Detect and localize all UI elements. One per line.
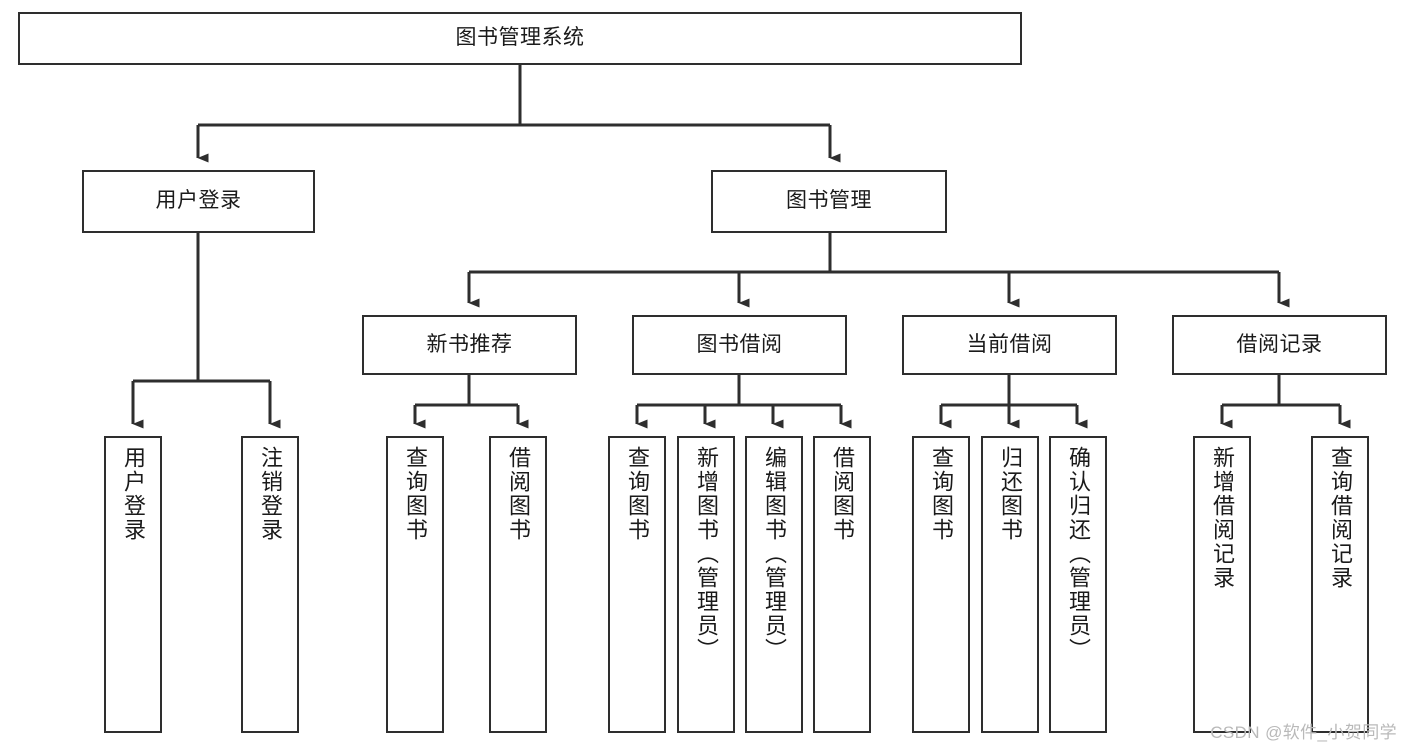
leaf-book-borrow-query-book[interactable]: 查询图书 [608,436,666,733]
node-label: 新增图书（管理员） [693,446,719,662]
node-label: 新增借阅记录 [1209,446,1235,590]
leaf-current-borrow-return-book[interactable]: 归还图书 [981,436,1039,733]
node-label: 用户登录 [155,189,242,213]
node-label: 借阅图书 [505,446,531,542]
leaf-current-borrow-query-book[interactable]: 查询图书 [912,436,970,733]
node-user-login[interactable]: 用户登录 [82,170,315,233]
node-label: 查询图书 [402,446,428,542]
node-label: 图书管理系统 [455,26,585,50]
node-label: 图书管理 [786,189,872,213]
leaf-current-borrow-confirm-return-admin[interactable]: 确认归还（管理员） [1049,436,1107,733]
node-current-borrow[interactable]: 当前借阅 [902,315,1117,375]
node-label: 新书推荐 [426,332,513,356]
node-root-book-management-system[interactable]: 图书管理系统 [18,12,1022,65]
node-label: 确认归还（管理员） [1065,446,1091,662]
node-label: 查询图书 [624,446,650,542]
node-label: 用户登录 [120,446,146,542]
node-label: 编辑图书（管理员） [761,446,787,662]
node-label: 借阅图书 [829,446,855,542]
node-label: 借阅记录 [1236,332,1323,356]
node-book-management[interactable]: 图书管理 [711,170,947,233]
leaf-borrow-record-add-record[interactable]: 新增借阅记录 [1193,436,1251,733]
node-book-borrow[interactable]: 图书借阅 [632,315,847,375]
leaf-user-login-login[interactable]: 用户登录 [104,436,162,733]
node-new-book-recommend[interactable]: 新书推荐 [362,315,577,375]
node-borrow-record[interactable]: 借阅记录 [1172,315,1387,375]
leaf-user-login-logout[interactable]: 注销登录 [241,436,299,733]
leaf-book-borrow-add-book-admin[interactable]: 新增图书（管理员） [677,436,735,733]
leaf-borrow-record-query-record[interactable]: 查询借阅记录 [1311,436,1369,733]
leaf-book-borrow-borrow-book[interactable]: 借阅图书 [813,436,871,733]
node-label: 图书借阅 [696,332,783,356]
node-label: 归还图书 [997,446,1023,542]
node-label: 查询借阅记录 [1327,446,1353,590]
node-label: 当前借阅 [966,332,1053,356]
leaf-new-book-query-book[interactable]: 查询图书 [386,436,444,733]
leaf-book-borrow-edit-book-admin[interactable]: 编辑图书（管理员） [745,436,803,733]
leaf-new-book-borrow-book[interactable]: 借阅图书 [489,436,547,733]
node-label: 查询图书 [928,446,954,542]
node-label: 注销登录 [257,446,283,542]
